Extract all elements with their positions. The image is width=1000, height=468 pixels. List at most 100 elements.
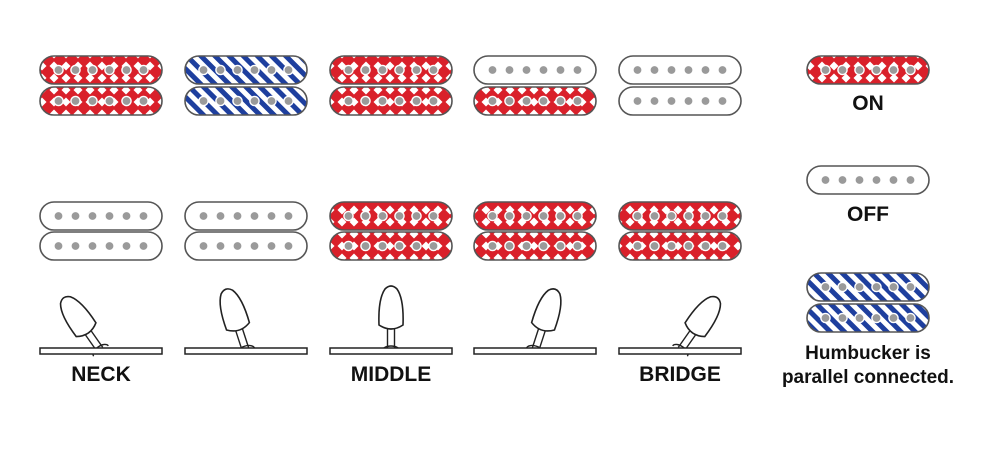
bridge-humbucker [39, 201, 163, 261]
coil-body [806, 165, 930, 195]
pole-piece [104, 95, 115, 107]
pole-piece [649, 210, 660, 222]
pole-piece [683, 64, 694, 76]
pole-piece [411, 95, 422, 107]
pole-piece [121, 95, 132, 107]
pole-piece [70, 210, 81, 222]
coil-body [473, 231, 597, 261]
pole-piece [572, 210, 583, 222]
pole-piece [538, 240, 549, 252]
pole-piece [555, 210, 566, 222]
coil-body [618, 86, 742, 116]
selector-switch [618, 295, 742, 357]
pole-piece [905, 174, 916, 186]
switch-position-column [473, 55, 597, 355]
bridge-humbucker [618, 201, 742, 261]
neck-coil-top [39, 55, 163, 85]
pole-piece [232, 210, 243, 222]
pole-piece [138, 95, 149, 107]
pole-piece [138, 240, 149, 252]
bridge-humbucker [473, 201, 597, 261]
pole-piece [249, 64, 260, 76]
bridge-coil-top [329, 201, 453, 231]
pole-piece [521, 95, 532, 107]
legend-off-swatch [806, 165, 930, 195]
pole-piece [87, 64, 98, 76]
coil-body [473, 86, 597, 116]
bridge-coil-bottom [618, 231, 742, 261]
pole-piece [70, 64, 81, 76]
pole-piece [854, 174, 865, 186]
coil-body [806, 272, 930, 302]
pole-piece [394, 210, 405, 222]
bridge-coil-top [39, 201, 163, 231]
pole-piece [555, 240, 566, 252]
neck-coil-bottom [329, 86, 453, 116]
label-bridge: BRIDGE [639, 363, 721, 386]
switch-knob [378, 285, 404, 330]
pole-piece [504, 64, 515, 76]
pole-piece [428, 95, 439, 107]
coil-body [618, 55, 742, 85]
pole-piece [649, 95, 660, 107]
pole-piece [666, 64, 677, 76]
pole-piece [104, 210, 115, 222]
pole-piece [428, 240, 439, 252]
pole-piece [360, 95, 371, 107]
bridge-coil-bottom [39, 231, 163, 261]
pole-piece [360, 240, 371, 252]
pole-piece [266, 95, 277, 107]
pole-piece [871, 64, 882, 76]
pole-piece [700, 95, 711, 107]
pole-piece [504, 210, 515, 222]
pole-piece [632, 95, 643, 107]
coil-body [39, 231, 163, 261]
pole-piece [377, 64, 388, 76]
pole-piece [717, 64, 728, 76]
switch-position-column [184, 55, 308, 355]
legend-on-label: ON [852, 92, 884, 115]
pole-piece [555, 95, 566, 107]
pole-piece [428, 210, 439, 222]
pole-piece [632, 210, 643, 222]
switch-lever [525, 288, 562, 354]
pole-piece [487, 95, 498, 107]
pole-piece [683, 240, 694, 252]
coil-body [184, 55, 308, 85]
switch-position-column [618, 55, 742, 357]
pole-piece [87, 210, 98, 222]
pole-piece [837, 312, 848, 324]
pole-piece [666, 240, 677, 252]
pole-piece [888, 281, 899, 293]
coil-body [39, 86, 163, 116]
coil-body [329, 231, 453, 261]
pole-piece [683, 210, 694, 222]
neck-coil-bottom [184, 86, 308, 116]
pole-piece [905, 64, 916, 76]
pole-piece [888, 174, 899, 186]
pole-piece [53, 95, 64, 107]
pole-piece [70, 240, 81, 252]
pole-piece [121, 210, 132, 222]
coil-body [329, 201, 453, 231]
pole-piece [232, 64, 243, 76]
pole-piece [820, 281, 831, 293]
selector-switch [39, 295, 163, 357]
selector-switch [184, 288, 308, 355]
pole-piece [266, 240, 277, 252]
pole-piece [649, 240, 660, 252]
neck-coil-top [184, 55, 308, 85]
pole-piece [666, 210, 677, 222]
pole-piece [198, 64, 209, 76]
pole-piece [266, 210, 277, 222]
legend-parallel-swatch-bottom [806, 303, 930, 333]
switch-position-column [329, 55, 453, 355]
neck-humbucker [618, 55, 742, 116]
coil-body [618, 231, 742, 261]
pole-piece [871, 312, 882, 324]
pole-piece [232, 240, 243, 252]
pole-piece [504, 240, 515, 252]
neck-coil-bottom [39, 86, 163, 116]
label-middle: MIDDLE [351, 363, 432, 386]
pole-piece [572, 240, 583, 252]
